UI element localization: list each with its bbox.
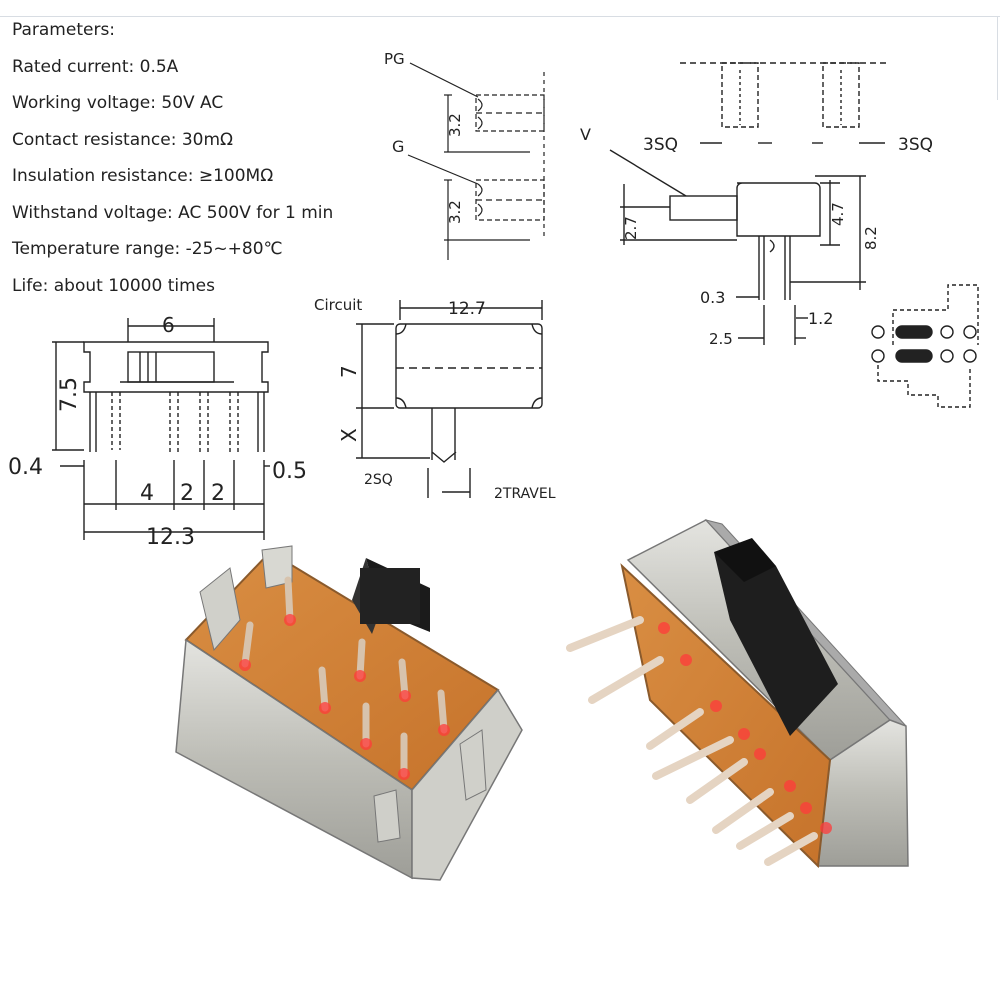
circuit-x-dim: X xyxy=(337,428,361,442)
dim-1-2: 1.2 xyxy=(808,309,833,328)
pad-layout-drawing xyxy=(407,62,545,260)
front-4-dim: 4 xyxy=(140,481,154,506)
sq-right-label: 3SQ xyxy=(898,135,933,155)
circuit-7-dim: 7 xyxy=(337,365,361,378)
circuit-2sq-label: 2SQ xyxy=(364,472,393,488)
param-temperature-range: Temperature range: -25~+80℃ xyxy=(12,239,283,259)
g-label: G xyxy=(392,137,404,156)
pg-label: PG xyxy=(384,50,405,68)
dim-8-2: 8.2 xyxy=(862,226,880,250)
dim-4-7: 4.7 xyxy=(829,202,847,226)
param-rated-current: Rated current: 0.5A xyxy=(12,56,179,77)
front-2a-dim: 2 xyxy=(180,481,194,506)
front-0-5-dim: 0.5 xyxy=(272,459,307,484)
circuit-label: Circuit xyxy=(314,296,362,314)
switch-photo-left xyxy=(175,545,523,881)
v-label: V xyxy=(580,125,591,144)
dim-2-5: 2.5 xyxy=(709,330,733,348)
param-working-voltage: Working voltage: 50V AC xyxy=(12,93,224,113)
parameters-list: Parameters: Rated current: 0.5A Working … xyxy=(12,16,392,308)
parameters-heading: Parameters: xyxy=(12,20,116,40)
sq-left-label: 3SQ xyxy=(643,135,678,155)
param-contact-resistance: Contact resistance: 30mΩ xyxy=(12,129,234,150)
front-total-dim: 12.3 xyxy=(146,525,195,550)
dim-0-3: 0.3 xyxy=(700,288,725,307)
param-insulation-resistance: Insulation resistance: ≥100MΩ xyxy=(12,166,274,186)
front-2b-dim: 2 xyxy=(211,481,225,506)
top-border-line xyxy=(0,16,1000,17)
front-view-drawing xyxy=(52,318,270,540)
front-0-4-dim: 0.4 xyxy=(8,455,43,480)
front-top-dim: 6 xyxy=(162,313,175,337)
switch-photo-right xyxy=(566,519,909,869)
param-life: Life: about 10000 times xyxy=(12,275,215,296)
circuit-drawing xyxy=(356,300,543,498)
param-withstand-voltage: Withstand voltage: AC 500V for 1 min xyxy=(12,202,334,223)
circuit-width-dim: 12.7 xyxy=(448,299,486,319)
front-height-dim: 7.5 xyxy=(57,377,82,412)
side-view-drawing xyxy=(609,62,890,345)
right-border-line xyxy=(997,16,998,100)
g-dimension: 3.2 xyxy=(446,200,464,224)
dim-2-7: 2.7 xyxy=(622,216,640,240)
pg-dimension: 3.2 xyxy=(446,113,464,137)
circuit-travel-label: 2TRAVEL xyxy=(494,486,556,502)
pin-pattern-drawing xyxy=(871,284,979,408)
